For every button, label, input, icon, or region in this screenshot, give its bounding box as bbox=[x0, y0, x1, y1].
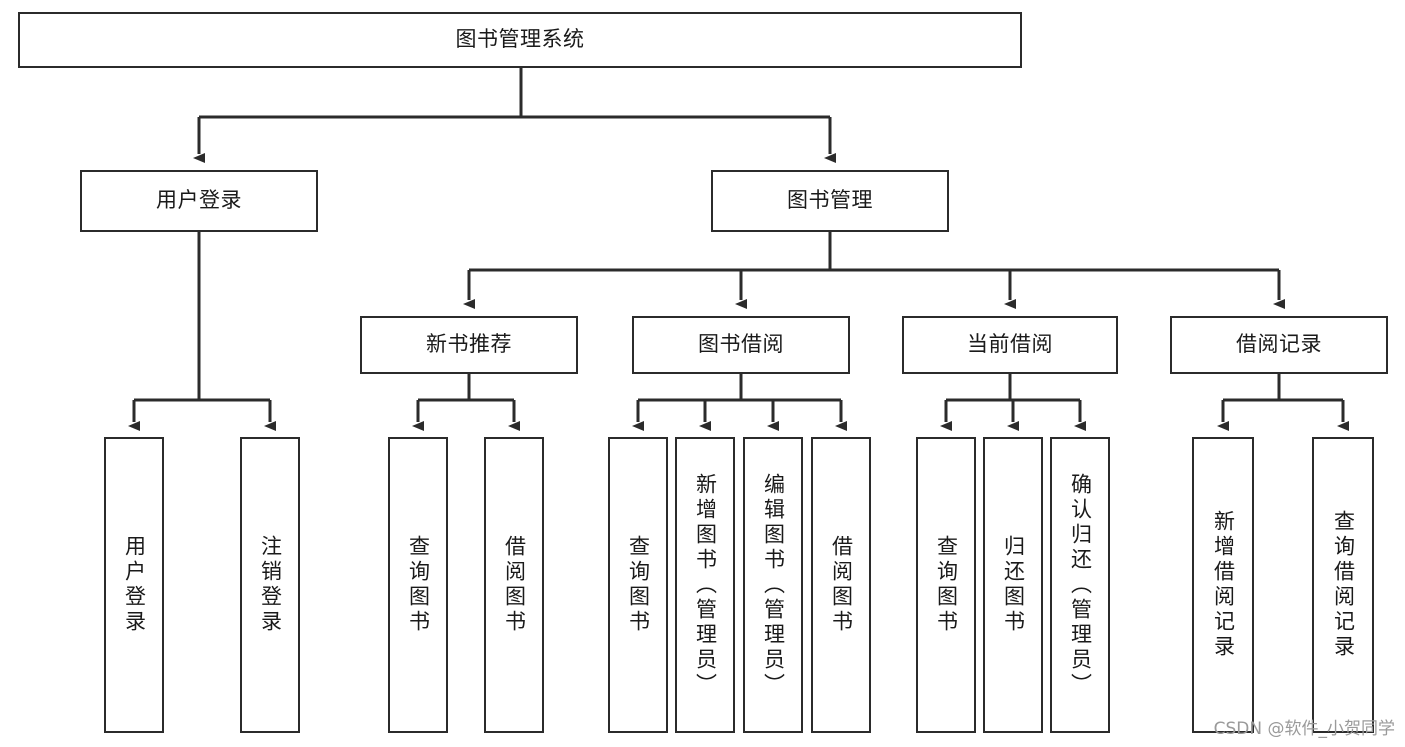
node-leaf-user-logout-label: 注销登录 bbox=[258, 535, 283, 635]
node-leaf-query-book-1[interactable]: 查询图书 bbox=[388, 437, 448, 733]
node-book-borrow[interactable]: 图书借阅 bbox=[632, 316, 850, 374]
node-leaf-borrow-book-2-label: 借阅图书 bbox=[829, 535, 854, 635]
node-new-book-recommend-label: 新书推荐 bbox=[426, 332, 512, 357]
node-current-borrow[interactable]: 当前借阅 bbox=[902, 316, 1118, 374]
node-root[interactable]: 图书管理系统 bbox=[18, 12, 1022, 68]
node-leaf-edit-book-label: 编辑图书（管理员） bbox=[761, 472, 786, 698]
node-user-login-label: 用户登录 bbox=[156, 188, 242, 213]
node-leaf-user-login-label: 用户登录 bbox=[122, 535, 147, 635]
node-leaf-query-book-3-label: 查询图书 bbox=[934, 535, 959, 635]
node-user-login[interactable]: 用户登录 bbox=[80, 170, 318, 232]
node-root-label: 图书管理系统 bbox=[455, 27, 585, 52]
node-leaf-query-book-3[interactable]: 查询图书 bbox=[916, 437, 976, 733]
node-leaf-add-book-label: 新增图书（管理员） bbox=[693, 472, 718, 698]
node-leaf-query-record-label: 查询借阅记录 bbox=[1331, 510, 1356, 660]
node-leaf-borrow-book-1[interactable]: 借阅图书 bbox=[484, 437, 544, 733]
node-book-manage[interactable]: 图书管理 bbox=[711, 170, 949, 232]
node-leaf-query-book-1-label: 查询图书 bbox=[406, 535, 431, 635]
node-borrow-record[interactable]: 借阅记录 bbox=[1170, 316, 1388, 374]
node-leaf-confirm-return-label: 确认归还（管理员） bbox=[1068, 472, 1093, 698]
node-leaf-user-login[interactable]: 用户登录 bbox=[104, 437, 164, 733]
node-leaf-add-record-label: 新增借阅记录 bbox=[1211, 510, 1236, 660]
node-leaf-query-book-2-label: 查询图书 bbox=[626, 535, 651, 635]
node-leaf-query-book-2[interactable]: 查询图书 bbox=[608, 437, 668, 733]
node-leaf-edit-book[interactable]: 编辑图书（管理员） bbox=[743, 437, 803, 733]
node-new-book-recommend[interactable]: 新书推荐 bbox=[360, 316, 578, 374]
node-book-manage-label: 图书管理 bbox=[787, 188, 873, 213]
node-borrow-record-label: 借阅记录 bbox=[1236, 332, 1322, 357]
node-leaf-add-record[interactable]: 新增借阅记录 bbox=[1192, 437, 1254, 733]
node-leaf-confirm-return[interactable]: 确认归还（管理员） bbox=[1050, 437, 1110, 733]
node-leaf-return-book-label: 归还图书 bbox=[1001, 535, 1026, 635]
node-book-borrow-label: 图书借阅 bbox=[698, 332, 784, 357]
node-leaf-query-record[interactable]: 查询借阅记录 bbox=[1312, 437, 1374, 733]
node-leaf-borrow-book-2[interactable]: 借阅图书 bbox=[811, 437, 871, 733]
node-leaf-add-book[interactable]: 新增图书（管理员） bbox=[675, 437, 735, 733]
node-current-borrow-label: 当前借阅 bbox=[967, 332, 1053, 357]
node-leaf-borrow-book-1-label: 借阅图书 bbox=[502, 535, 527, 635]
node-leaf-return-book[interactable]: 归还图书 bbox=[983, 437, 1043, 733]
node-leaf-user-logout[interactable]: 注销登录 bbox=[240, 437, 300, 733]
watermark-text: CSDN @软件_小贺同学 bbox=[1213, 719, 1395, 739]
